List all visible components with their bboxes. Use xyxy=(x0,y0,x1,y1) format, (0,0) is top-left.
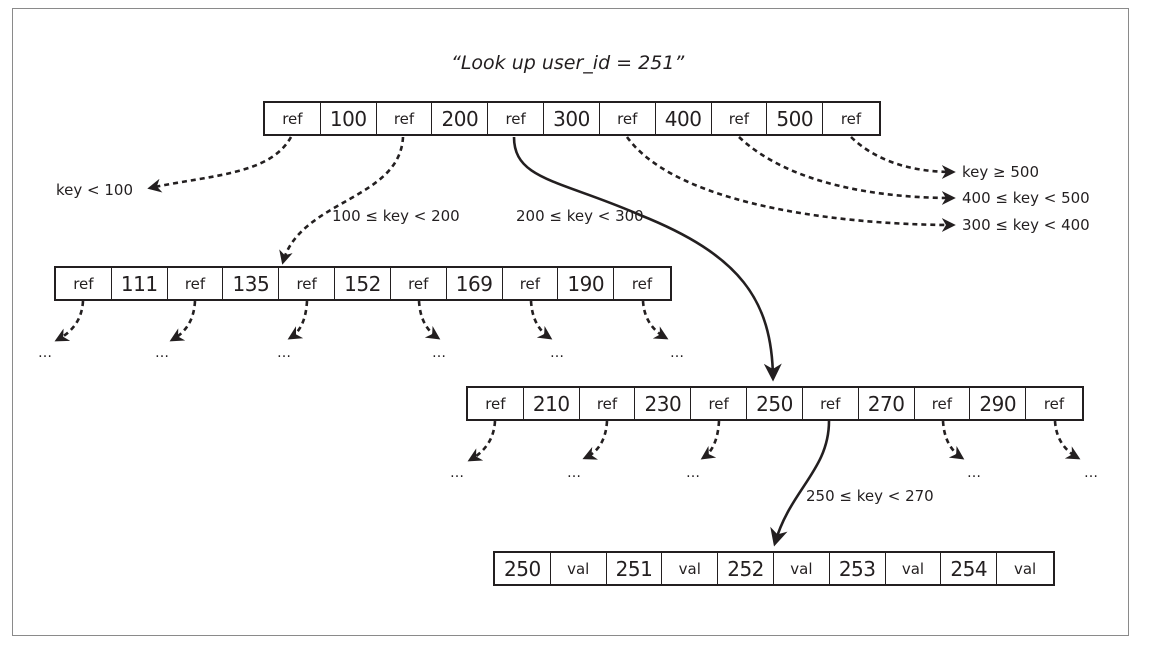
value-cell: val xyxy=(551,553,607,584)
label-250-to-270: 250 ≤ key < 270 xyxy=(806,487,934,505)
key-cell: 210 xyxy=(524,388,580,419)
edge-right-ref1 xyxy=(582,420,609,460)
key-cell: 290 xyxy=(970,388,1027,419)
edge-left-ref5 xyxy=(641,300,669,340)
label-key-lt-100: key < 100 xyxy=(56,181,133,199)
edge-root-ref4 xyxy=(738,136,956,205)
key-cell: 169 xyxy=(447,268,503,299)
ellipsis: … xyxy=(967,465,982,481)
ref-cell: ref xyxy=(503,268,559,299)
ellipsis: … xyxy=(686,465,701,481)
ref-cell: ref xyxy=(840,109,862,128)
ellipsis: … xyxy=(550,345,565,361)
edge-left-ref0 xyxy=(54,300,85,342)
key-cell: 300 xyxy=(544,103,600,134)
label-key-ge-500: key ≥ 500 xyxy=(962,163,1039,181)
ref-cell: ref xyxy=(1043,394,1065,413)
lookup-path-child-to-leaf xyxy=(770,420,831,547)
ellipsis: … xyxy=(567,465,582,481)
label-200-to-300: 200 ≤ key < 300 xyxy=(516,207,644,225)
value-cell: val xyxy=(886,553,942,584)
key-cell: 152 xyxy=(335,268,391,299)
ellipsis: … xyxy=(432,345,447,361)
edge-right-ref0 xyxy=(467,420,497,462)
edge-root-ref0 xyxy=(147,136,293,193)
key-cell: 270 xyxy=(859,388,915,419)
ref-cell: ref xyxy=(580,388,636,419)
ref-cell: ref xyxy=(265,103,321,134)
ref-cell: ref xyxy=(56,268,112,299)
edge-left-ref3 xyxy=(417,300,441,340)
figure-frame xyxy=(12,8,1129,636)
ellipsis: … xyxy=(450,465,465,481)
ref-cell: ref xyxy=(712,103,768,134)
ref-cell: ref xyxy=(168,268,224,299)
edge-root-ref5 xyxy=(850,136,956,179)
value-cell: val xyxy=(1013,559,1037,578)
key-cell: 252 xyxy=(718,553,774,584)
ref-cell: ref xyxy=(915,388,971,419)
ref-cell: ref xyxy=(803,388,859,419)
key-cell: 200 xyxy=(432,103,489,134)
value-cell: val xyxy=(774,553,830,584)
ellipsis: … xyxy=(155,345,170,361)
key-cell: 250 xyxy=(495,553,551,584)
ellipsis: … xyxy=(277,345,292,361)
key-cell: 500 xyxy=(767,103,824,134)
edge-left-ref4 xyxy=(529,300,553,340)
edge-left-ref2 xyxy=(287,300,309,340)
ellipsis: … xyxy=(1084,465,1099,481)
ref-cell: ref xyxy=(631,274,653,293)
ref-cell: ref xyxy=(279,268,336,299)
ellipsis: … xyxy=(670,345,685,361)
ref-cell: ref xyxy=(377,103,433,134)
key-cell: 190 xyxy=(558,268,615,299)
key-cell: 251 xyxy=(607,553,663,584)
ref-cell: ref xyxy=(600,103,656,134)
key-cell: 400 xyxy=(656,103,712,134)
key-cell: 111 xyxy=(112,268,168,299)
edge-right-ref5 xyxy=(1053,420,1081,460)
edge-left-ref1 xyxy=(169,300,197,342)
value-cell: val xyxy=(662,553,719,584)
label-100-to-200: 100 ≤ key < 200 xyxy=(332,207,460,225)
edge-right-ref4 xyxy=(941,420,965,460)
key-cell: 230 xyxy=(635,388,692,419)
query-title: “Look up user_id = 251” xyxy=(451,52,685,74)
label-400-to-500: 400 ≤ key < 500 xyxy=(962,189,1090,207)
ref-cell: ref xyxy=(468,388,524,419)
key-cell: 253 xyxy=(830,553,886,584)
ellipsis: … xyxy=(38,345,53,361)
key-cell: 250 xyxy=(747,388,803,419)
edge-root-ref1 xyxy=(279,136,405,265)
ref-cell: ref xyxy=(488,103,545,134)
lookup-path-root-to-child xyxy=(512,136,782,382)
key-cell: 254 xyxy=(941,553,998,584)
ref-cell: ref xyxy=(391,268,447,299)
edge-root-ref3 xyxy=(625,136,956,232)
ref-cell: ref xyxy=(691,388,748,419)
key-cell: 135 xyxy=(223,268,280,299)
label-300-to-400: 300 ≤ key < 400 xyxy=(962,216,1090,234)
edge-right-ref2 xyxy=(700,420,721,460)
key-cell: 100 xyxy=(321,103,377,134)
